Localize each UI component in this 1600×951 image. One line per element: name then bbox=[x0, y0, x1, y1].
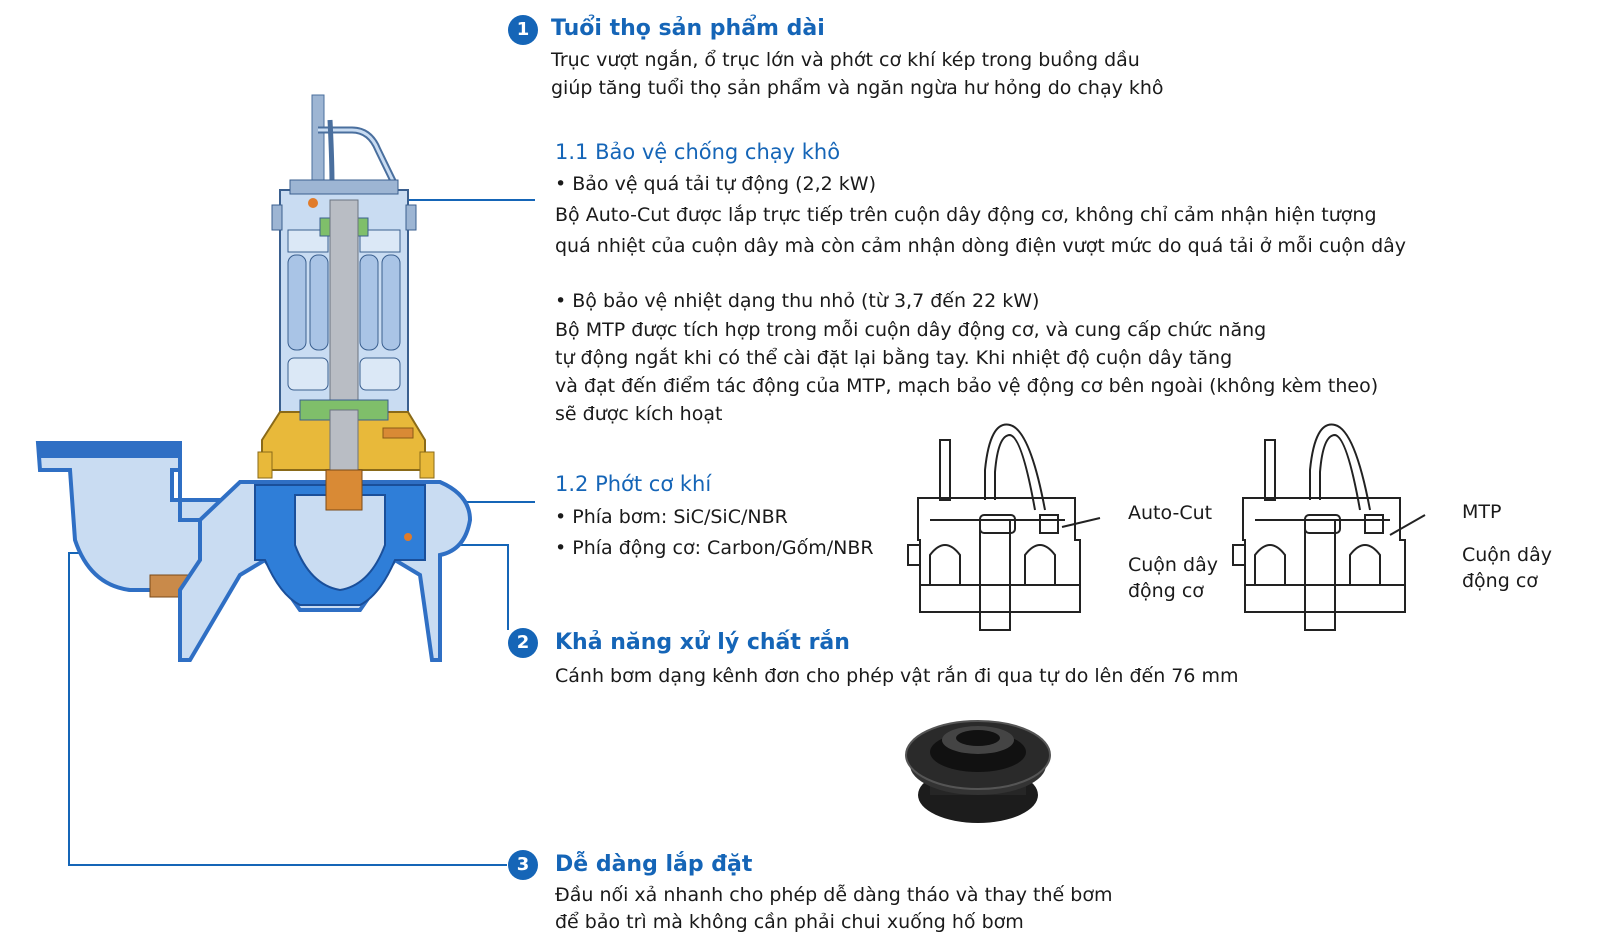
discharge-elbow bbox=[35, 441, 257, 598]
section-1-1-bullet-1: • Bảo vệ quá tải tự động (2,2 kW) bbox=[555, 173, 876, 195]
label-left-coil-line-1: Cuộn dây bbox=[1128, 554, 1218, 576]
section-3-line-1: Đầu nối xả nhanh cho phép dễ dàng tháo v… bbox=[555, 884, 1113, 906]
section-3-line-2: để bảo trì mà không cần phải chui xuống … bbox=[555, 911, 1024, 933]
bullet-2-line-3: và đạt đến điểm tác động của MTP, mạch b… bbox=[555, 375, 1379, 397]
section-2-text: Cánh bơm dạng kênh đơn cho phép vật rắn … bbox=[555, 665, 1239, 687]
label-left-coil: Cuộn dây động cơ bbox=[1128, 552, 1218, 604]
section-1-1-bullet-2-text: Bộ MTP được tích hợp trong mỗi cuộn dây … bbox=[555, 316, 1378, 428]
label-right-coil: Cuộn dây động cơ bbox=[1462, 542, 1552, 594]
section-1-2-title: 1.2 Phớt cơ khí bbox=[555, 472, 712, 496]
section-1-2-list: • Phía bơm: SiC/SiC/NBR • Phía động cơ: … bbox=[555, 502, 874, 564]
badge-1: 1 bbox=[508, 15, 538, 45]
badge-2: 2 bbox=[508, 628, 538, 658]
section-3-text: Đầu nối xả nhanh cho phép dễ dàng tháo v… bbox=[555, 882, 1112, 936]
seal-item-pump-side: • Phía bơm: SiC/SiC/NBR bbox=[555, 506, 788, 528]
volute-casing bbox=[178, 469, 473, 662]
bullet-1-line-1: Bộ Auto-Cut được lắp trực tiếp trên cuộn… bbox=[555, 204, 1377, 226]
section-2-title: Khả năng xử lý chất rắn bbox=[555, 630, 850, 655]
section-1-line-1: Trục vượt ngắn, ổ trục lớn và phớt cơ kh… bbox=[551, 49, 1140, 71]
badge-3: 3 bbox=[508, 850, 538, 880]
bullet-2-line-2: tự động ngắt khi có thể cài đặt lại bằng… bbox=[555, 347, 1233, 369]
bullet-1-line-2: quá nhiệt của cuộn dây mà còn cảm nhận d… bbox=[555, 235, 1407, 257]
label-left-coil-line-2: động cơ bbox=[1128, 580, 1204, 602]
label-mtp: MTP bbox=[1462, 501, 1502, 523]
bullet-2-line-1: Bộ MTP được tích hợp trong mỗi cuộn dây … bbox=[555, 319, 1267, 341]
seal-item-motor-side: • Phía động cơ: Carbon/Gốm/NBR bbox=[555, 537, 874, 559]
label-right-coil-line-2: động cơ bbox=[1462, 570, 1538, 592]
label-autocut: Auto-Cut bbox=[1128, 502, 1213, 524]
section-1-title: Tuổi thọ sản phẩm dài bbox=[551, 16, 825, 41]
section-1-1-bullet-2: • Bộ bảo vệ nhiệt dạng thu nhỏ (từ 3,7 đ… bbox=[555, 290, 1040, 312]
section-1-text: Trục vượt ngắn, ổ trục lớn và phớt cơ kh… bbox=[551, 46, 1164, 102]
bullet-2-line-4: sẽ được kích hoạt bbox=[555, 403, 723, 425]
oil-chamber bbox=[257, 399, 435, 479]
section-3-title: Dễ dàng lắp đặt bbox=[555, 852, 753, 877]
section-1-1-bullet-1-text: Bộ Auto-Cut được lắp trực tiếp trên cuộn… bbox=[555, 200, 1406, 262]
label-right-coil-line-1: Cuộn dây bbox=[1462, 544, 1552, 566]
section-1-1-title: 1.1 Bảo vệ chống chạy khô bbox=[555, 140, 841, 164]
section-1-line-2: giúp tăng tuổi thọ sản phẩm và ngăn ngừa… bbox=[551, 77, 1164, 99]
